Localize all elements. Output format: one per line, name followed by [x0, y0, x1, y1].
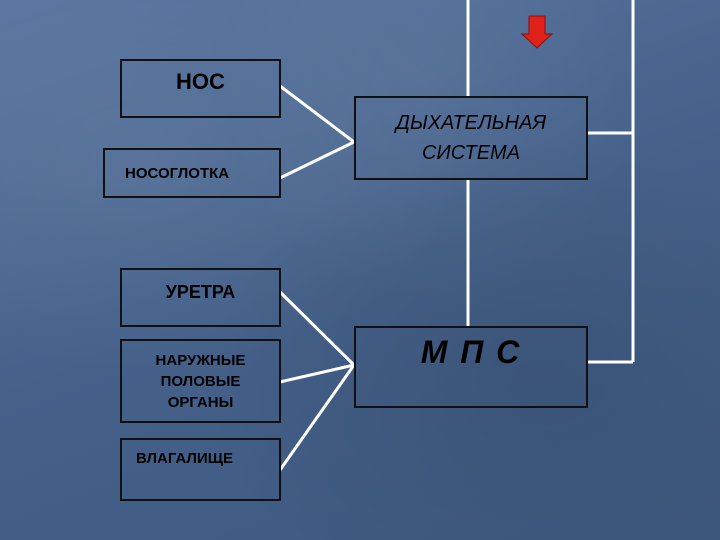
- box-urethra: УРЕТРА: [120, 268, 281, 327]
- box-urinary-system: М П С: [354, 326, 588, 408]
- connector-urethra: [278, 290, 356, 367]
- box-urethra-label: УРЕТРА: [165, 282, 236, 302]
- red-down-arrow-icon: [520, 15, 554, 49]
- box-external-genitals: НАРУЖНЫЕ ПОЛОВЫЕ ОРГАНЫ: [120, 339, 281, 423]
- connector-nose: [279, 84, 355, 144]
- box-nasopharynx-label: НОСОГЛОТКА: [125, 164, 230, 182]
- box-vagina-label: ВЛАГАЛИЩЕ: [136, 450, 233, 467]
- box-nasopharynx: НОСОГЛОТКА: [103, 148, 281, 198]
- box-urinary-system-label: М П С: [420, 334, 522, 370]
- box-vagina: ВЛАГАЛИЩЕ: [120, 438, 281, 501]
- box-nose: НОС: [120, 59, 281, 118]
- box-respiratory-system: ДЫХАТЕЛЬНАЯ СИСТЕМА: [354, 96, 588, 180]
- box-nose-label: НОС: [176, 69, 225, 94]
- connector-nasopharynx: [279, 140, 355, 180]
- connector-external-genitals: [279, 363, 355, 384]
- box-external-genitals-label: НАРУЖНЫЕ ПОЛОВЫЕ ОРГАНЫ: [155, 351, 246, 411]
- connector-vagina: [278, 364, 356, 471]
- box-respiratory-system-label: ДЫХАТЕЛЬНАЯ СИСТЕМА: [395, 112, 547, 164]
